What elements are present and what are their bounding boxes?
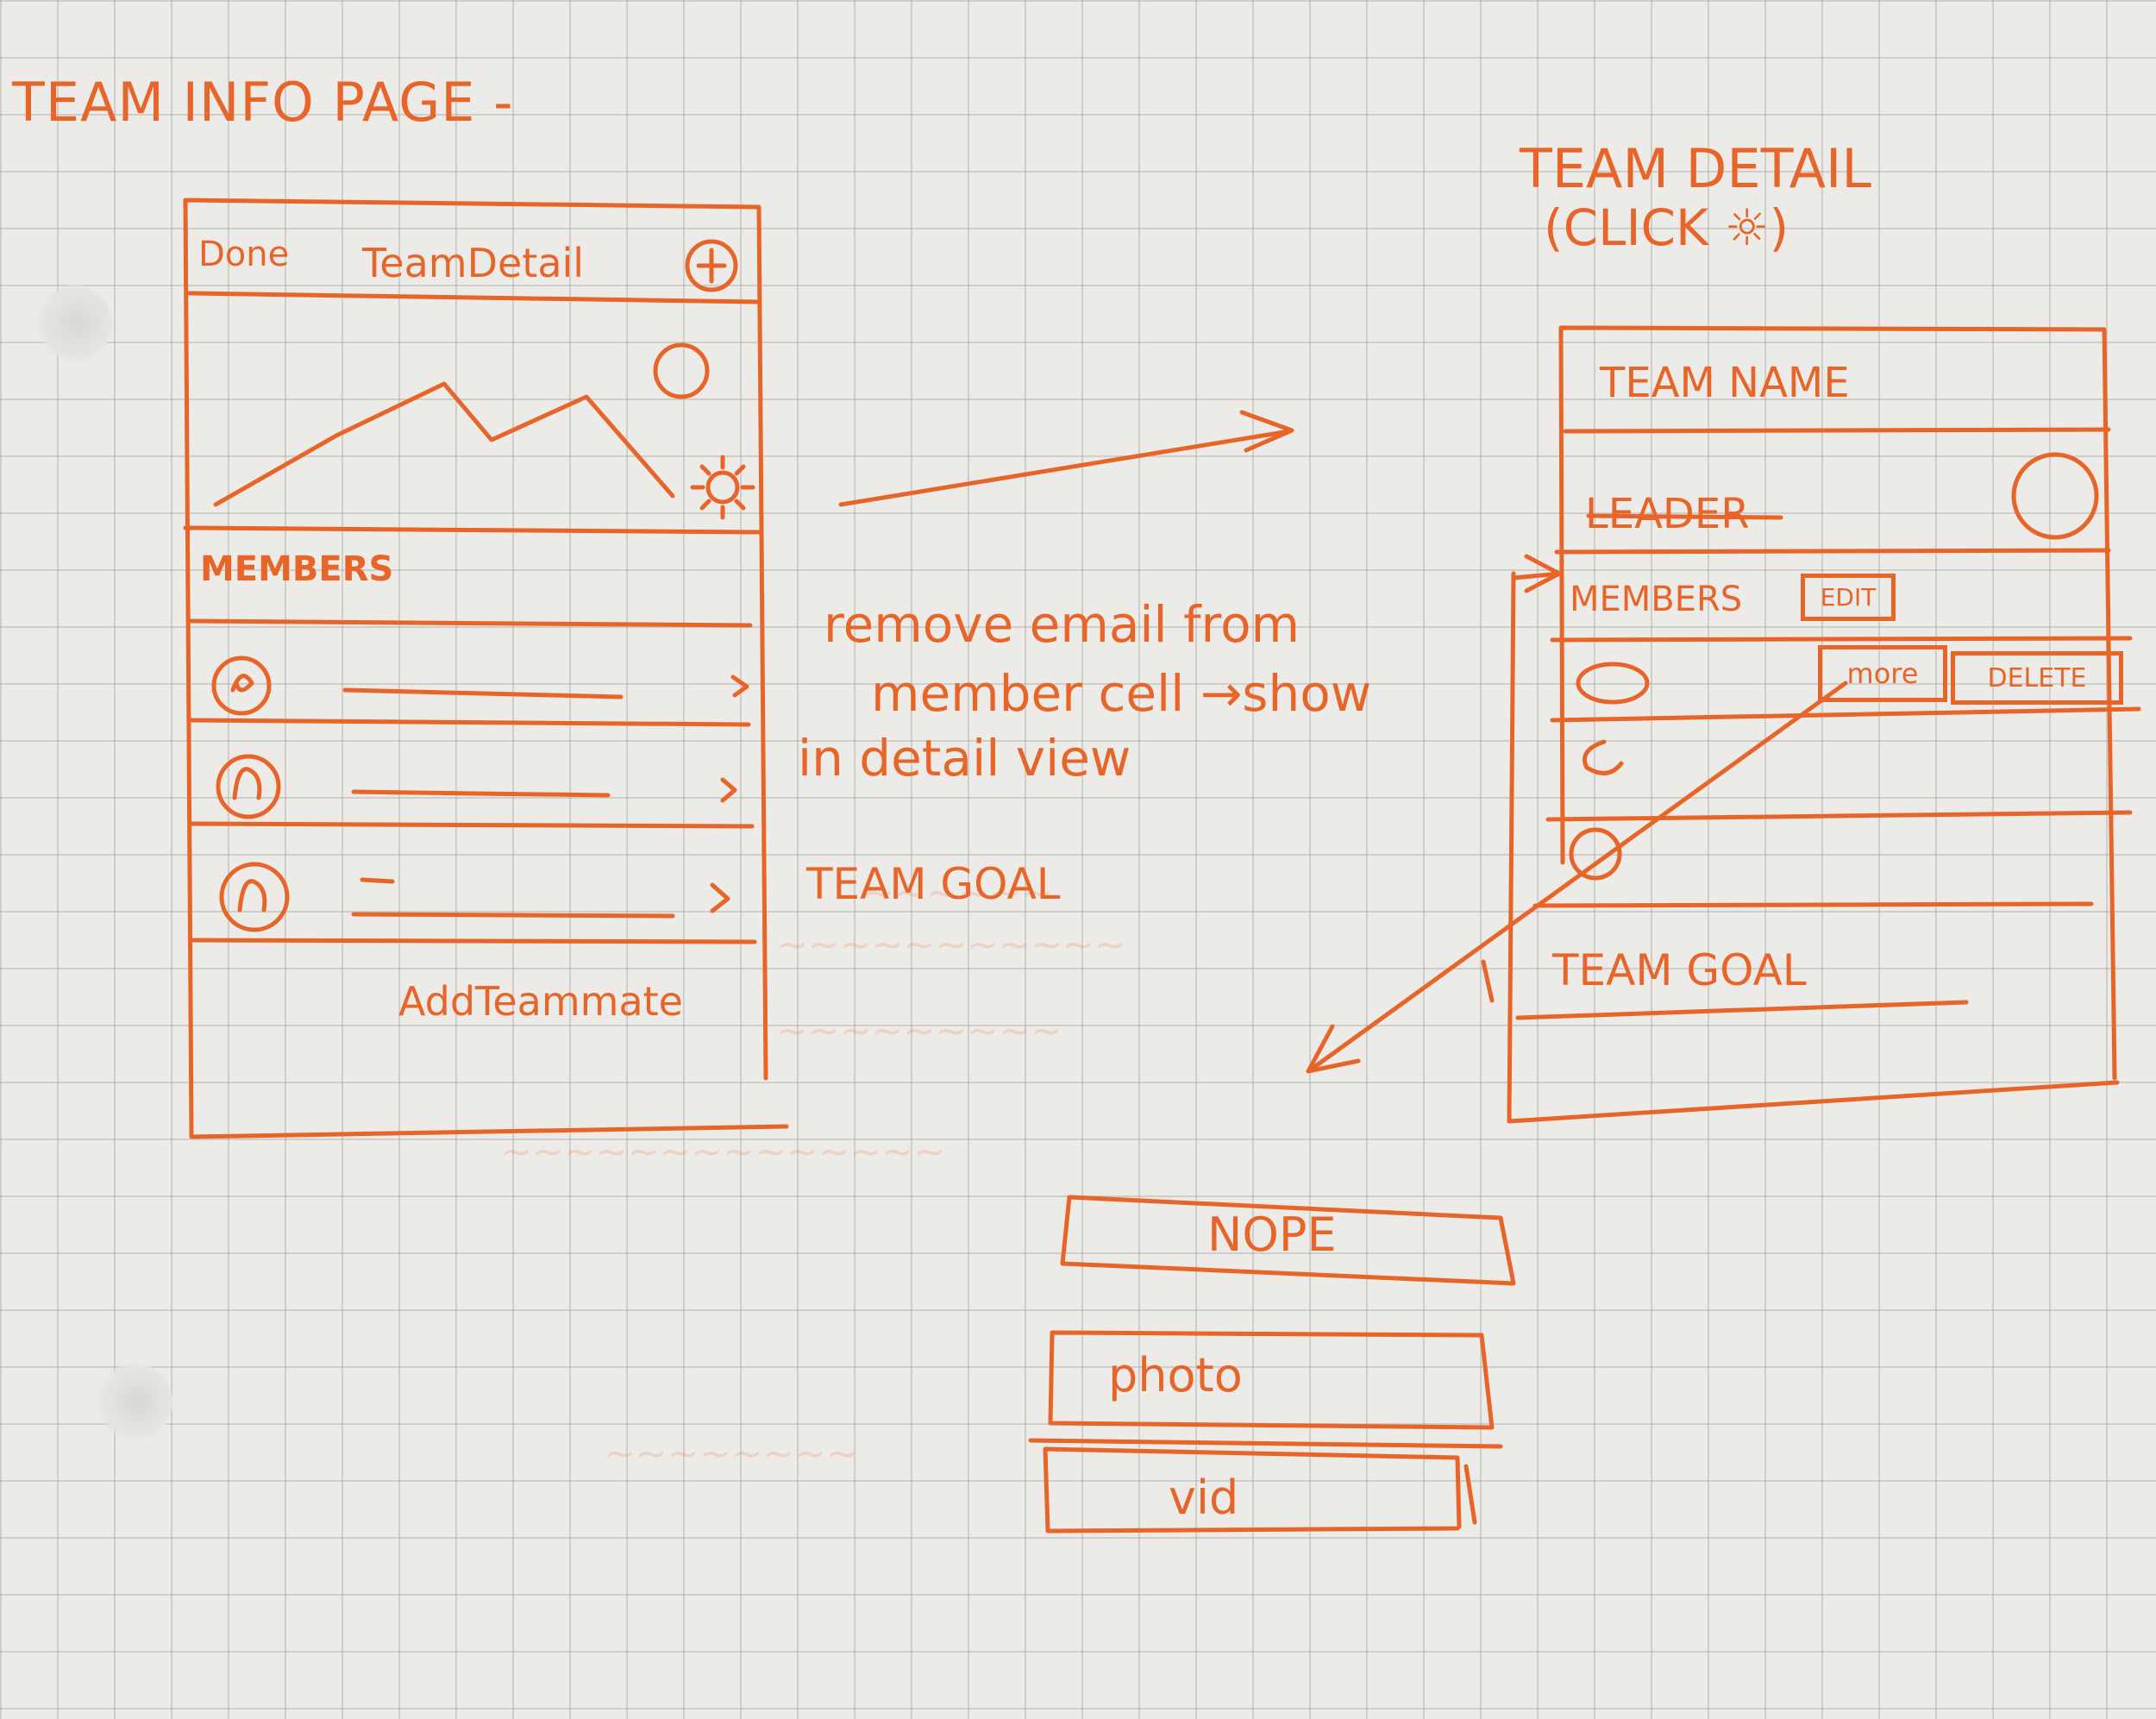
avatar-circle-icon bbox=[653, 342, 710, 399]
right-phone-frame bbox=[1507, 325, 2120, 1124]
bleed-through-mark: ~~~~~~~~~~~~~~ bbox=[500, 1130, 946, 1174]
annotation-line-3: in detail view bbox=[798, 729, 1131, 787]
left-phone-frame bbox=[183, 198, 789, 1139]
chart-bottom-divider bbox=[183, 525, 761, 535]
team-goal-underline bbox=[1515, 1000, 1969, 1020]
right-screen-subtitle: (CLICK ☼) bbox=[1544, 198, 1789, 257]
member-row-divider bbox=[187, 718, 751, 727]
binder-hole-top bbox=[34, 285, 112, 362]
member-row-divider bbox=[189, 938, 757, 944]
member-avatar-icon bbox=[1576, 662, 1650, 705]
bleed-through-mark: ~~~~~~~~~~~ bbox=[776, 923, 1126, 967]
member-row-divider bbox=[187, 821, 755, 829]
action-sheet-frame-1 bbox=[1060, 1195, 1516, 1286]
bracket-arrow bbox=[1511, 571, 1564, 580]
nav-title: TeamDetail bbox=[362, 240, 585, 286]
photo-option[interactable]: photo bbox=[1108, 1348, 1243, 1402]
member-row-divider bbox=[1550, 706, 2141, 723]
member-row-divider bbox=[1545, 810, 2133, 822]
bleed-through-mark: ~~~~~~ bbox=[862, 871, 1054, 915]
more-to-sheet-arrow bbox=[1308, 681, 1848, 1072]
bleed-through-mark: ~~~~~~~~ bbox=[604, 1432, 858, 1476]
page-title: TEAM INFO PAGE - bbox=[12, 71, 514, 134]
member-avatar-icon bbox=[1583, 739, 1624, 775]
binder-hole-bottom bbox=[95, 1363, 172, 1440]
annotation-team-goal: TEAM GOAL bbox=[806, 859, 1061, 909]
leader-divider bbox=[1554, 548, 2111, 555]
action-sheet-frame-2 bbox=[1048, 1330, 1495, 1430]
done-button[interactable]: Done bbox=[198, 235, 290, 274]
team-goal-label: TEAM GOAL bbox=[1552, 945, 1807, 995]
add-teammate-link[interactable]: AddTeammate bbox=[398, 978, 683, 1025]
video-option[interactable]: vid bbox=[1169, 1471, 1239, 1525]
annotation-line-2: member cell →show bbox=[871, 664, 1372, 723]
member-avatar-icon bbox=[211, 656, 272, 716]
team-name-label: TEAM NAME bbox=[1600, 359, 1850, 407]
members-label: MEMBERS bbox=[1570, 580, 1743, 619]
add-icon bbox=[685, 239, 738, 292]
edit-button[interactable]: EDIT bbox=[1801, 574, 1896, 621]
chart-line bbox=[213, 381, 675, 507]
member-avatar-icon bbox=[219, 862, 290, 932]
member-row-divider bbox=[1532, 901, 2094, 908]
flow-arrow bbox=[838, 429, 1292, 507]
member-avatar-icon bbox=[216, 754, 281, 819]
leader-label: LEADER bbox=[1585, 490, 1750, 538]
members-divider bbox=[1550, 636, 2133, 643]
bleed-through-mark: ~~~~~~~~~ bbox=[776, 1009, 1062, 1053]
nope-option[interactable]: NOPE bbox=[1207, 1208, 1337, 1262]
members-section-header: MEMBERS bbox=[200, 549, 394, 589]
team-name-divider bbox=[1563, 427, 2111, 434]
members-header-divider bbox=[187, 618, 753, 628]
member-avatar-icon bbox=[1569, 827, 1622, 881]
delete-button[interactable]: DELETE bbox=[1951, 651, 2123, 705]
settings-sun-icon bbox=[705, 470, 740, 505]
right-screen-title: TEAM DETAIL bbox=[1520, 137, 1871, 200]
action-sheet-frame-3 bbox=[1043, 1446, 1462, 1534]
more-button[interactable]: more bbox=[1818, 645, 1947, 702]
left-nav-divider bbox=[187, 291, 760, 304]
annotation-line-1: remove email from bbox=[824, 595, 1300, 654]
leader-avatar-icon bbox=[2011, 452, 2099, 540]
